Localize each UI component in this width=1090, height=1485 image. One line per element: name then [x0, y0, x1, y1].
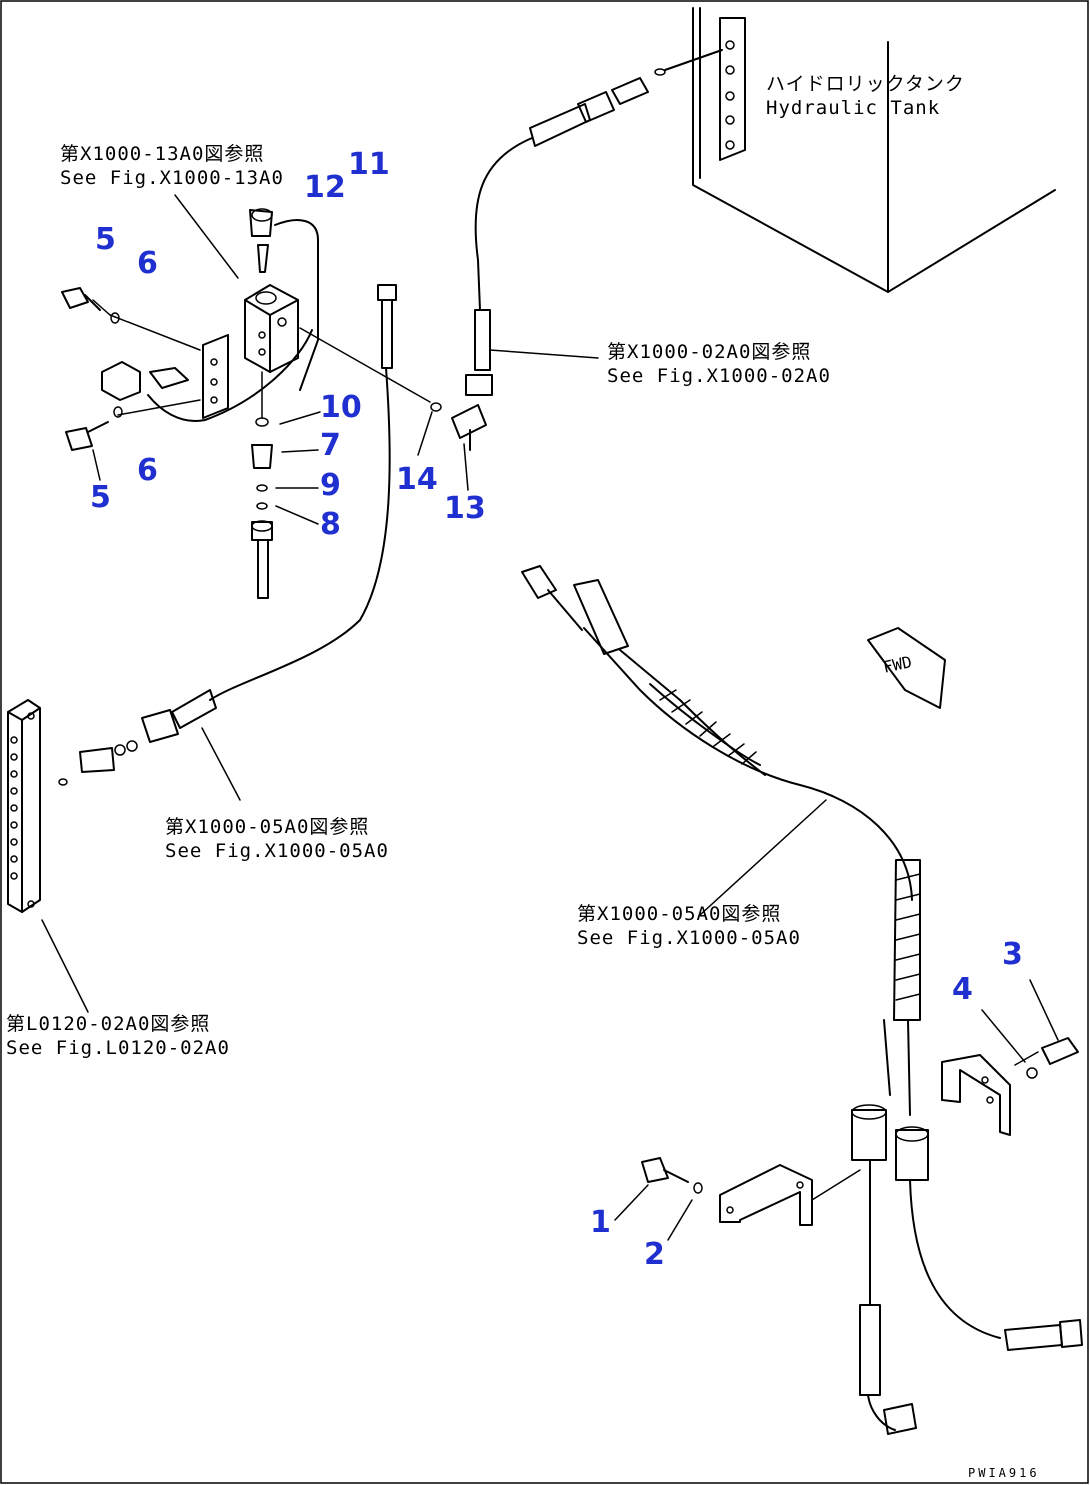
part-number-4: 4 — [952, 972, 973, 1007]
ref-top-hose: 第X1000-02A0図参照 See Fig.X1000-02A0 — [607, 340, 831, 388]
ref-valve-block: 第X1000-13A0図参照 See Fig.X1000-13A0 — [60, 142, 284, 190]
ref-hydraulic-tank-jp: ハイドロリックタンク — [766, 73, 965, 95]
ref-left-bracket-jp: 第L0120-02A0図参照 — [6, 1013, 211, 1035]
part-number-14: 14 — [396, 462, 438, 497]
part-number-6-top: 6 — [137, 246, 158, 281]
part-number-5-top: 5 — [95, 222, 116, 257]
left-manifold — [7, 699, 89, 1013]
part-number-8: 8 — [320, 507, 341, 542]
forward-marker — [867, 627, 946, 709]
part-number-5-bottom: 5 — [90, 480, 111, 515]
part-number-3: 3 — [1002, 937, 1023, 972]
ref-middle-hose-jp: 第X1000-05A0図参照 — [165, 816, 370, 838]
part-number-9: 9 — [320, 468, 341, 503]
ref-valve-block-en: See Fig.X1000-13A0 — [60, 167, 284, 189]
hydraulic-tank — [692, 7, 1056, 293]
ref-top-hose-jp: 第X1000-02A0図参照 — [607, 341, 812, 363]
part-number-12: 12 — [304, 170, 346, 205]
ref-middle-hose-en: See Fig.X1000-05A0 — [165, 840, 389, 862]
part-number-11: 11 — [348, 147, 390, 182]
middle-hose — [58, 284, 397, 801]
ref-top-hose-en: See Fig.X1000-02A0 — [607, 365, 831, 387]
part-number-7: 7 — [320, 428, 341, 463]
ref-valve-block-jp: 第X1000-13A0図参照 — [60, 143, 265, 165]
drawing-code: PWIA916 — [968, 1466, 1040, 1480]
part-number-1: 1 — [590, 1205, 611, 1240]
ref-middle-hose: 第X1000-05A0図参照 See Fig.X1000-05A0 — [165, 815, 389, 863]
ref-hydraulic-tank: ハイドロリックタンク Hydraulic Tank — [766, 72, 965, 120]
clamp-bracket-upper — [941, 979, 1079, 1136]
clamp-bracket-lower — [614, 1157, 861, 1241]
ref-left-bracket: 第L0120-02A0図参照 See Fig.L0120-02A0 — [6, 1012, 230, 1060]
part-number-13: 13 — [444, 491, 486, 526]
part-number-6-bottom: 6 — [137, 453, 158, 488]
tee-fitting — [299, 327, 487, 491]
part-number-2: 2 — [644, 1237, 665, 1272]
ref-right-hose: 第X1000-05A0図参照 See Fig.X1000-05A0 — [577, 902, 801, 950]
bolts-washers-left — [61, 287, 123, 451]
reference-arrows — [489, 349, 599, 359]
ref-right-hose-jp: 第X1000-05A0図参照 — [577, 903, 782, 925]
top-hose — [465, 49, 723, 396]
ref-hydraulic-tank-en: Hydraulic Tank — [766, 97, 941, 119]
part-number-10: 10 — [320, 390, 362, 425]
ref-right-hose-en: See Fig.X1000-05A0 — [577, 927, 801, 949]
ref-left-bracket-en: See Fig.L0120-02A0 — [6, 1037, 230, 1059]
valve-block — [92, 194, 319, 481]
right-hose — [521, 565, 1083, 1435]
fitting-stack — [251, 371, 321, 599]
